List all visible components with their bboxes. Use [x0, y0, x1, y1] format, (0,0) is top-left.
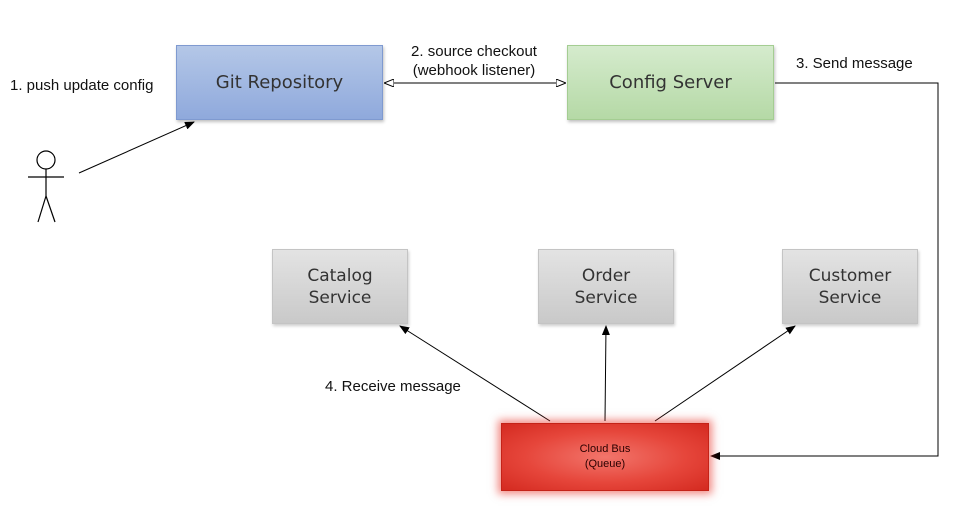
source-checkout-label-line1: 2. source checkout [411, 43, 537, 60]
customer-service-label: Customer Service [808, 265, 892, 308]
source-checkout-label-line2: (webhook listener) [412, 62, 536, 79]
source-checkout-label: 2. source checkout (webhook listener) [400, 42, 548, 80]
catalog-service-label: Catalog Service [307, 265, 373, 308]
receive-message-label: 4. Receive message [325, 378, 461, 395]
receive-edge-order [601, 325, 610, 422]
cloud-bus-node: Cloud Bus (Queue) [501, 423, 709, 491]
catalog-service-node: Catalog Service [272, 249, 408, 324]
config-server-node: Config Server [567, 45, 774, 120]
push-update-label: 1. push update config [10, 77, 154, 94]
push-update-edge [78, 121, 195, 174]
customer-service-node: Customer Service [782, 249, 918, 324]
receive-edge-customer [654, 325, 796, 422]
config-server-label: Config Server [609, 72, 732, 93]
order-service-label: Order Service [574, 265, 638, 308]
send-message-label: 3. Send message [796, 55, 913, 72]
cloud-bus-label: Cloud Bus (Queue) [579, 443, 631, 470]
user-actor-icon [28, 150, 64, 223]
order-service-node: Order Service [538, 249, 674, 324]
receive-edge-catalog [399, 325, 551, 422]
git-repository-node: Git Repository [176, 45, 383, 120]
send-message-edge [710, 82, 939, 460]
git-repository-label: Git Repository [215, 72, 344, 93]
